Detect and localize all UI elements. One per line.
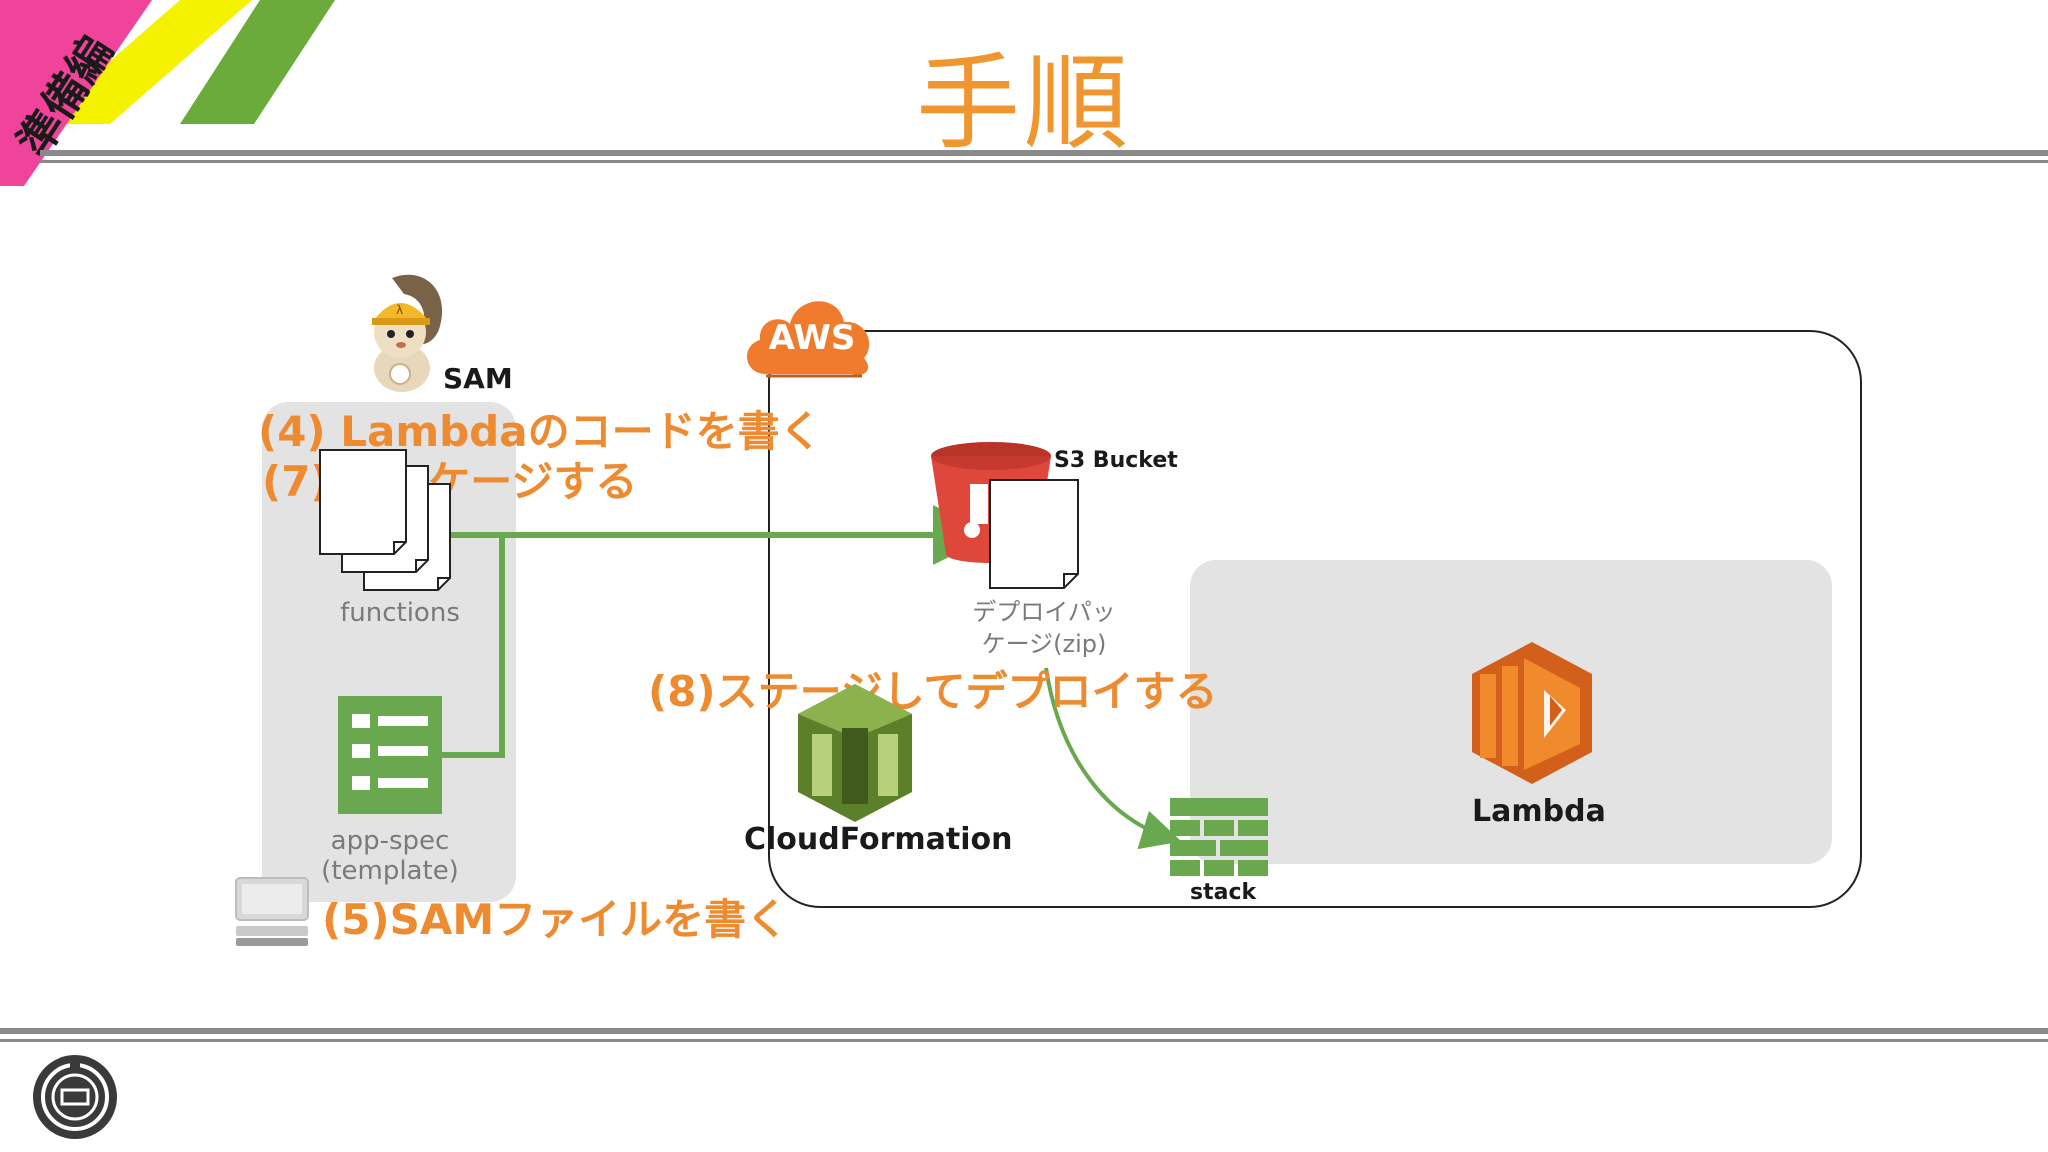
step8-text: (8)ステージしてデプロイする	[648, 667, 1218, 716]
top-rule	[40, 150, 2048, 156]
appspec-label-line1: app-spec	[330, 826, 450, 856]
step5-text: (5)SAMファイルを書く	[322, 895, 789, 944]
ribbon-green-stripe	[180, 0, 335, 124]
lambda-label: Lambda	[1472, 794, 1606, 829]
lambda-icon	[1472, 642, 1592, 784]
functions-label: functions	[340, 598, 460, 628]
desktop-computer-icon	[235, 877, 309, 946]
functions-documents-icon	[319, 449, 451, 591]
stack-label: stack	[1190, 880, 1257, 905]
corner-ribbon	[0, 0, 335, 186]
appspec-label-line2: (template)	[321, 856, 459, 886]
deploy-package-label-line2: ケージ(zip)	[981, 630, 1107, 658]
appspec-connector-line	[440, 535, 505, 758]
deploy-package-document-icon	[989, 479, 1079, 589]
footer-logo-icon	[33, 1055, 117, 1139]
step4-text: (4) Lambdaのコードを書く	[258, 407, 822, 456]
s3-bucket-label: S3 Bucket	[1054, 448, 1178, 473]
deploy-to-stack-arrow	[1044, 667, 1182, 850]
aws-cloud-icon	[747, 301, 870, 378]
template-list-icon	[338, 696, 442, 814]
aws-boundary	[768, 330, 1862, 908]
stack-bricks-icon	[1170, 798, 1268, 876]
squirrel-mascot-icon: λ	[372, 274, 443, 392]
page-title: 手順	[915, 42, 1132, 164]
svg-text:λ: λ	[396, 303, 403, 317]
ribbon-yellow-stripe	[38, 0, 252, 124]
sam-label: SAM	[443, 362, 513, 395]
bottom-rule-thin	[0, 1039, 2048, 1042]
aws-cloud-label: AWS	[768, 318, 856, 358]
deploy-package-label-line1: デプロイパッ	[972, 598, 1116, 626]
bottom-rule	[0, 1028, 2048, 1034]
cloudformation-icon	[798, 684, 912, 822]
cloudformation-label: CloudFormation	[744, 822, 1013, 857]
top-rule-thin	[40, 160, 2048, 163]
